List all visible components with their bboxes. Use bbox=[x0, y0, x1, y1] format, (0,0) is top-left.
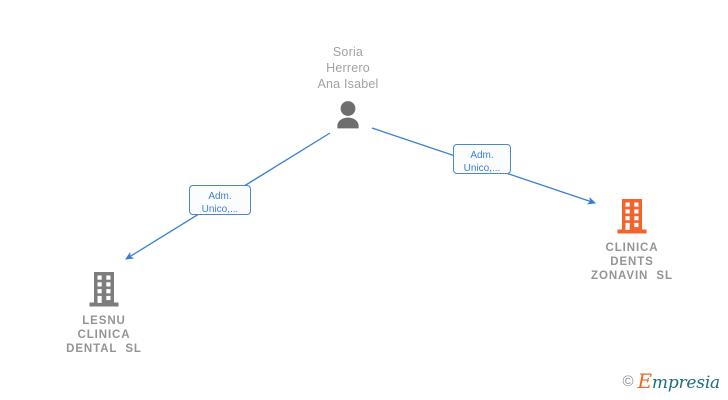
node-person[interactable]: Soria Herrero Ana Isabel bbox=[273, 44, 423, 132]
node-company-zonavin-label: CLINICA DENTS ZONAVIN SL bbox=[591, 242, 673, 282]
brand-initial: E bbox=[637, 369, 653, 393]
empresia-watermark: © Empresia bbox=[622, 371, 720, 392]
node-company-zonavin[interactable]: CLINICA DENTS ZONAVIN SL bbox=[557, 199, 707, 283]
brand-rest: mpresia bbox=[651, 373, 720, 393]
edge-label-person-zonavin[interactable]: Adm. Unico,... bbox=[453, 144, 511, 174]
copyright-icon: © bbox=[622, 373, 634, 390]
node-person-label: Soria Herrero Ana Isabel bbox=[317, 45, 379, 91]
building-icon[interactable] bbox=[88, 272, 120, 308]
node-company-lesnu-label: LESNU CLINICA DENTAL SL bbox=[66, 315, 142, 355]
building-icon[interactable] bbox=[616, 199, 648, 235]
brand-wordmark: Empresia bbox=[638, 371, 721, 392]
node-company-lesnu[interactable]: LESNU CLINICA DENTAL SL bbox=[29, 272, 179, 356]
edge-label-person-lesnu[interactable]: Adm. Unico,... bbox=[189, 185, 251, 215]
person-icon[interactable] bbox=[331, 98, 365, 132]
